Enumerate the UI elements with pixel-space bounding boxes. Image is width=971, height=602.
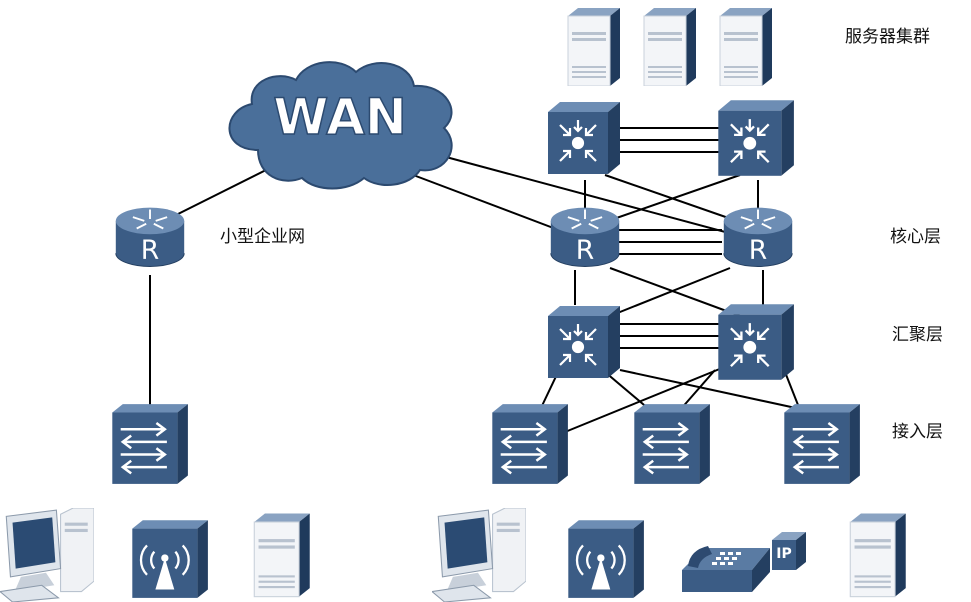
switch-icon — [491, 402, 570, 486]
phone-ip-badge: IP — [776, 546, 791, 562]
server-icon — [849, 512, 907, 598]
l3-switch-icon — [546, 304, 622, 380]
switch-icon — [633, 402, 712, 486]
wireless-ap-icon — [567, 519, 646, 600]
router-icon — [549, 206, 621, 268]
l3-switch-icon — [717, 99, 796, 177]
server-icon — [719, 7, 773, 86]
links — [149, 127, 806, 433]
ip-phone-icon — [682, 532, 806, 592]
label-aggregation-layer: 汇聚层 — [892, 325, 943, 345]
l3-switch-icon — [717, 303, 796, 381]
router-icon — [114, 206, 186, 268]
server-icon — [643, 7, 697, 86]
router-icon — [722, 206, 794, 268]
pc-icon — [0, 508, 94, 602]
label-core-layer: 核心层 — [890, 227, 941, 247]
label-server-cluster: 服务器集群 — [845, 27, 930, 47]
server-icon — [253, 512, 311, 598]
pc-icon — [432, 508, 526, 602]
label-access-layer: 接入层 — [892, 422, 943, 442]
wan-label: WAN — [273, 88, 406, 146]
switch-icon — [111, 402, 190, 486]
switch-icon — [783, 402, 862, 486]
server-icon — [567, 7, 621, 86]
wan-cloud-icon: WAN — [228, 61, 453, 190]
label-small-enterprise: 小型企业网 — [220, 227, 305, 247]
wireless-ap-icon — [131, 519, 210, 600]
l3-switch-icon — [546, 100, 622, 176]
